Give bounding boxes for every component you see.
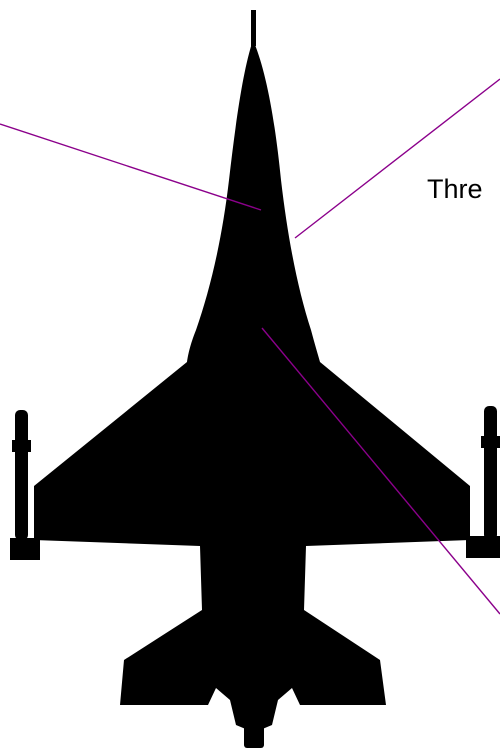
- fuselage-and-wings: [34, 40, 470, 730]
- engine-nozzle: [244, 718, 264, 748]
- right-missile-fin: [481, 436, 500, 448]
- label-three: Thre: [427, 176, 483, 203]
- left-wingtip-missile: [15, 410, 28, 540]
- left-missile-fin: [12, 440, 31, 452]
- aircraft-silhouette: [10, 10, 500, 748]
- right-wingtip-missile: [484, 406, 497, 540]
- right-missile-tail: [466, 536, 500, 558]
- nose-probe: [251, 10, 256, 46]
- leader-line-left: [0, 124, 261, 210]
- leader-line-upper-right: [295, 79, 500, 238]
- left-missile-tail: [10, 538, 40, 560]
